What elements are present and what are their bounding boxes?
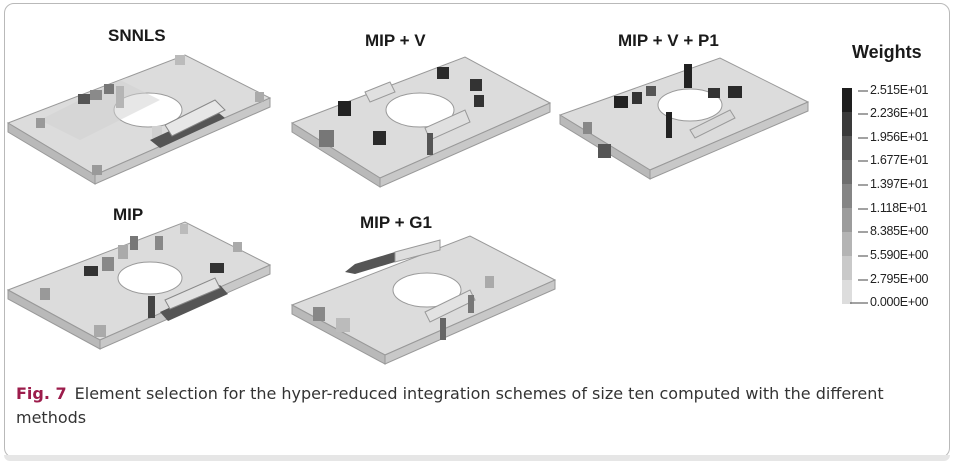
element-block (92, 165, 102, 175)
element-block (36, 118, 45, 128)
panel-title-mip-v-p1: MIP + V + P1 (618, 31, 719, 50)
frame-bottom-bar (4, 455, 950, 461)
element-strip (164, 99, 226, 137)
legend-label: 1.397E+01 (870, 177, 929, 191)
element-block (180, 224, 188, 234)
element-block (485, 276, 494, 288)
element-block (148, 296, 155, 318)
element-block (470, 79, 482, 91)
element-block (175, 55, 185, 65)
element-block (102, 257, 114, 271)
element-block (130, 236, 138, 250)
element-block (255, 92, 264, 102)
legend-label: 2.795E+00 (870, 272, 929, 286)
element-block (78, 94, 90, 104)
element-block (646, 86, 656, 96)
legend-label: 2.515E+01 (870, 83, 929, 97)
panel-title-mip-g1: MIP + G1 (360, 213, 432, 232)
element-block (94, 325, 106, 337)
element-block (90, 90, 102, 100)
element-block (708, 88, 720, 98)
element-block (152, 126, 162, 138)
element-block (614, 96, 628, 108)
element-block (319, 130, 334, 147)
element-block (336, 318, 350, 332)
element-block (155, 236, 163, 250)
figure-label: Fig. 7 (16, 384, 67, 403)
caption-text: Element selection for the hyper-reduced … (16, 384, 884, 427)
legend-label: 1.956E+01 (870, 130, 929, 144)
element-block (468, 295, 474, 313)
legend-label: 2.236E+01 (870, 106, 929, 120)
element-block (338, 101, 351, 116)
element-block (373, 131, 386, 145)
legend-label: 1.677E+01 (870, 153, 929, 167)
element-block (474, 95, 484, 107)
legend-label: 1.118E+01 (870, 201, 928, 215)
element-block (104, 84, 114, 94)
element-block (427, 133, 433, 155)
plate-mip-g1 (290, 235, 557, 365)
element-block (437, 67, 449, 79)
legend-label: 5.590E+00 (870, 248, 929, 262)
element-block (84, 266, 98, 276)
legend-label: 8.385E+00 (870, 224, 929, 238)
plate-snnls (6, 54, 272, 185)
legend-title: Weights (852, 42, 922, 62)
legend-colorbar (842, 88, 868, 304)
element-block (118, 245, 128, 259)
panel-title-mip: MIP (113, 205, 144, 224)
element-block (632, 92, 642, 104)
plate-mip (6, 221, 272, 350)
element-block (313, 307, 325, 321)
element-block (666, 112, 672, 138)
element-block (440, 318, 446, 340)
element-block (598, 144, 611, 158)
element-block (583, 122, 592, 134)
element-block (233, 242, 242, 252)
panel-title-snnls: SNNLS (108, 26, 166, 45)
panel-title-mip-v: MIP + V (365, 31, 426, 50)
legend-label: 0.000E+00 (870, 295, 929, 309)
plate-mip-v-p1 (558, 57, 810, 180)
element-block (728, 86, 742, 98)
element-block (684, 64, 692, 88)
element-block (116, 86, 124, 108)
element-block (40, 288, 50, 300)
plate-mip-v (290, 56, 552, 188)
element-block (210, 263, 224, 273)
